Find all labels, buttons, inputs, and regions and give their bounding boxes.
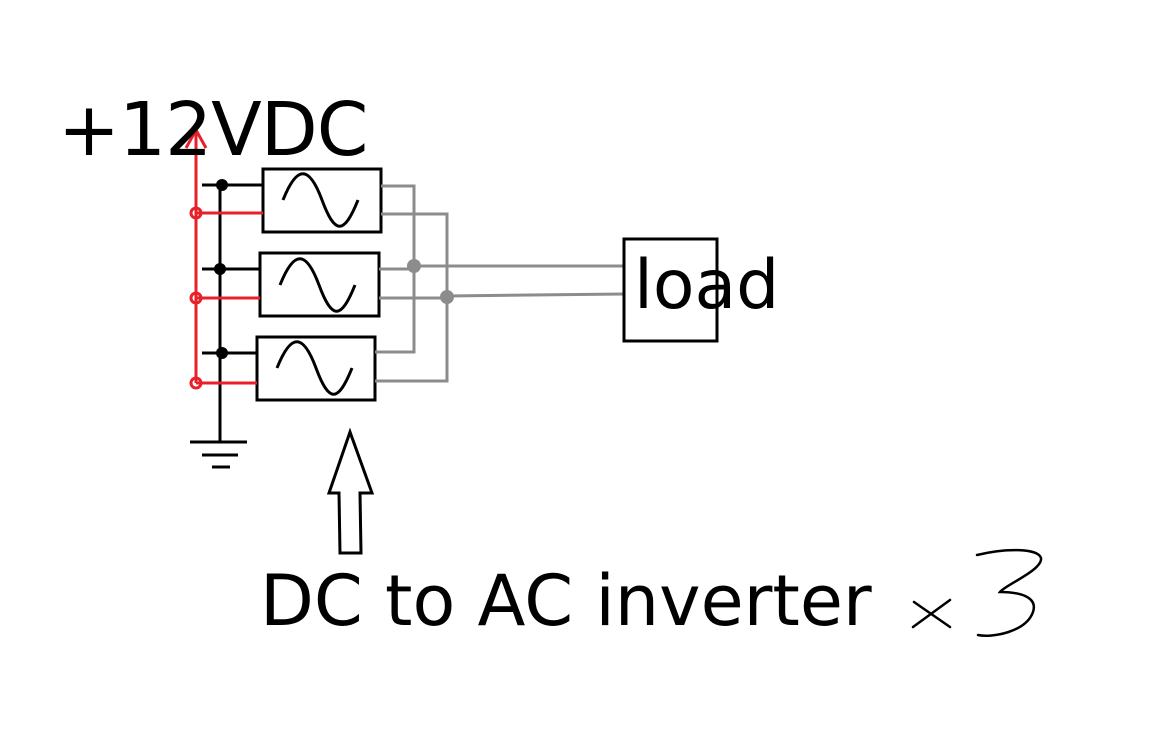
sine-wave-icon (278, 257, 357, 313)
sine-wave-icon (275, 340, 354, 396)
pointer-arrow-icon (326, 427, 375, 555)
inverter-caption: DC to AC inverter (260, 560, 872, 642)
ground-junctions (214, 179, 228, 359)
inverter-3 (255, 335, 377, 402)
ac-junctions (407, 259, 454, 304)
load-label: load (634, 246, 780, 325)
positive-bus (184, 129, 263, 390)
ground-bus (202, 183, 263, 442)
handwritten-multiplier-mark (911, 548, 1043, 637)
inverter-2 (258, 251, 381, 318)
inverter-1 (261, 167, 383, 234)
ground-icon (190, 440, 247, 469)
ac-output-wiring (375, 184, 625, 383)
sine-wave-icon (281, 172, 360, 228)
load-box (622, 237, 719, 343)
supply-voltage-label: +12VDC (58, 87, 368, 173)
